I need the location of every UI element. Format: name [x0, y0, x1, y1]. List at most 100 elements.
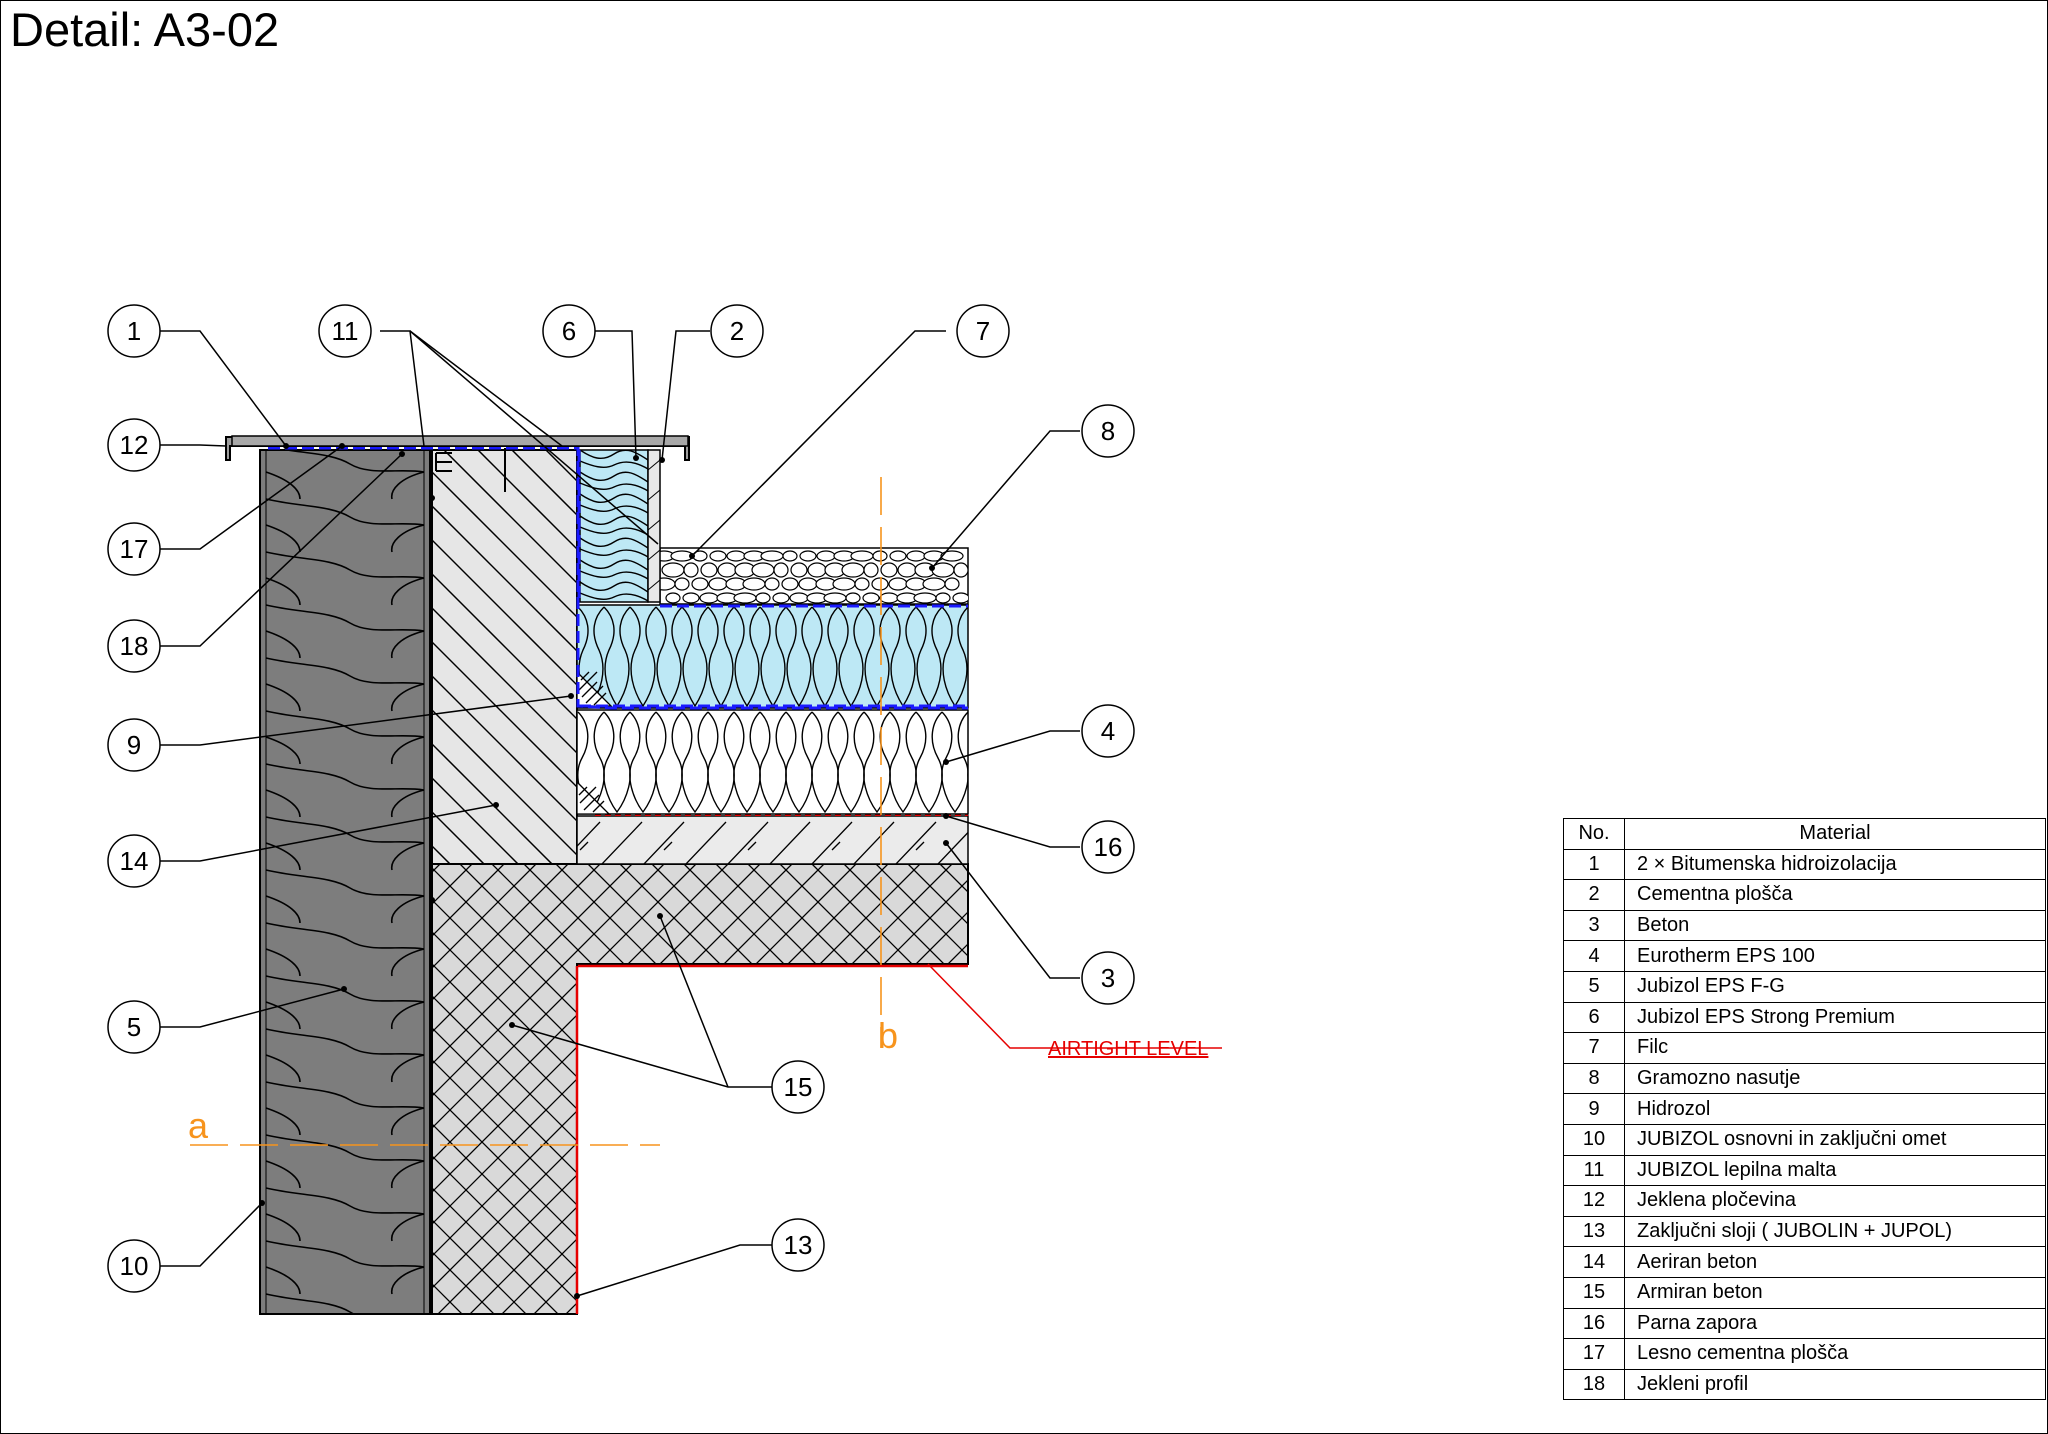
axis-a-label: a	[188, 1105, 209, 1146]
legend-row-no: 6	[1563, 1001, 1625, 1034]
parapet-xps-layer	[579, 449, 649, 603]
legend-row-material: Parna zapora	[1624, 1307, 2046, 1340]
callout-18: 18	[107, 619, 161, 673]
legend-row-material: 2 × Bitumenska hidroizolacija	[1624, 848, 2046, 881]
svg-text:1: 1	[127, 316, 141, 346]
legend-row-no: 5	[1563, 970, 1625, 1003]
legend-row-no: 15	[1563, 1276, 1625, 1309]
callout-5: 5	[107, 1000, 161, 1054]
svg-text:11: 11	[332, 316, 359, 346]
svg-text:7: 7	[976, 316, 990, 346]
callout-1: 1	[107, 304, 161, 358]
legend-row-no: 3	[1563, 909, 1625, 942]
legend-row-material: Hidrozol	[1624, 1093, 2046, 1125]
legend-row-material: Eurotherm EPS 100	[1624, 940, 2046, 972]
legend-row-no: 12	[1563, 1185, 1625, 1217]
eps100-layer	[576, 709, 969, 815]
legend-row-material: Gramozno nasutje	[1624, 1062, 2046, 1095]
legend-header-row: No. Material	[1563, 818, 2046, 850]
callout-9: 9	[107, 718, 161, 772]
aerated-concrete-layer	[431, 449, 578, 865]
axis-lines	[190, 477, 882, 1146]
legend-row-no: 11	[1563, 1154, 1625, 1187]
legend-row-no: 16	[1563, 1307, 1625, 1340]
concrete-screed-layer	[576, 815, 969, 865]
svg-text:3: 3	[1101, 963, 1115, 993]
axis-b-label: b	[878, 1015, 898, 1056]
legend-row-material: Zaključni sloji ( JUBOLIN + JUPOL)	[1624, 1215, 2046, 1248]
legend-row-material: Lesno cementna plošča	[1624, 1338, 2046, 1370]
legend-row-material: Aeriran beton	[1624, 1246, 2046, 1278]
legend-row-material: Cementna plošča	[1624, 879, 2046, 911]
legend-row-no: 13	[1563, 1215, 1625, 1248]
svg-text:4: 4	[1101, 716, 1115, 746]
legend-row-material: Beton	[1624, 909, 2046, 942]
steel-profile	[435, 448, 506, 492]
legend-row-material: Jubizol EPS Strong Premium	[1624, 1001, 2046, 1034]
callout-17: 17	[107, 522, 161, 576]
gravel-layer	[659, 547, 969, 605]
svg-text:6: 6	[562, 316, 576, 346]
svg-text:8: 8	[1101, 416, 1115, 446]
svg-text:17: 17	[120, 534, 149, 564]
callout-6: 6	[542, 304, 596, 358]
callout-3: 3	[1081, 951, 1135, 1005]
legend-header-material: Material	[1624, 818, 2046, 850]
legend-row-no: 14	[1563, 1246, 1625, 1278]
legend-row-material: Filc	[1624, 1032, 2046, 1064]
legend-row-no: 1	[1563, 848, 1625, 881]
xps-roof-layer	[576, 604, 969, 709]
callout-13: 13	[771, 1218, 825, 1272]
callout-14: 14	[107, 834, 161, 888]
legend-row-no: 8	[1563, 1062, 1625, 1095]
callout-8: 8	[1081, 404, 1135, 458]
insulation-eps-fg-layer	[259, 449, 431, 1315]
svg-text:16: 16	[1094, 832, 1123, 862]
callout-16: 16	[1081, 820, 1135, 874]
legend-row-material: Jekleni profil	[1624, 1368, 2046, 1401]
legend-header-no: No.	[1563, 818, 1625, 850]
callout-4: 4	[1081, 704, 1135, 758]
legend-row-no: 17	[1563, 1338, 1625, 1370]
airtight-level-label: AIRTIGHT LEVEL	[1048, 1038, 1208, 1060]
legend-row-no: 7	[1563, 1032, 1625, 1064]
legend-row-material: JUBIZOL osnovni in zaključni omet	[1624, 1123, 2046, 1156]
svg-text:5: 5	[127, 1012, 141, 1042]
callout-15: 15	[771, 1060, 825, 1114]
detail-title: Detail: A3-02	[10, 3, 280, 56]
callout-12: 12	[107, 418, 161, 472]
svg-text:15: 15	[784, 1072, 813, 1102]
legend-row-no: 10	[1563, 1123, 1625, 1156]
cement-board	[647, 449, 661, 603]
svg-text:14: 14	[120, 846, 149, 876]
svg-text:12: 12	[120, 430, 149, 460]
legend-row-material: Jubizol EPS F-G	[1624, 970, 2046, 1003]
svg-text:10: 10	[120, 1251, 149, 1281]
legend-row-material: JUBIZOL lepilna malta	[1624, 1154, 2046, 1187]
callout-10: 10	[107, 1239, 161, 1293]
bitumen-membranes	[268, 446, 968, 710]
callout-11: 11	[318, 304, 372, 358]
callout-2: 2	[710, 304, 764, 358]
legend-row-material: Jeklena pločevina	[1624, 1185, 2046, 1217]
callout-7: 7	[956, 304, 1010, 358]
svg-text:18: 18	[120, 631, 149, 661]
